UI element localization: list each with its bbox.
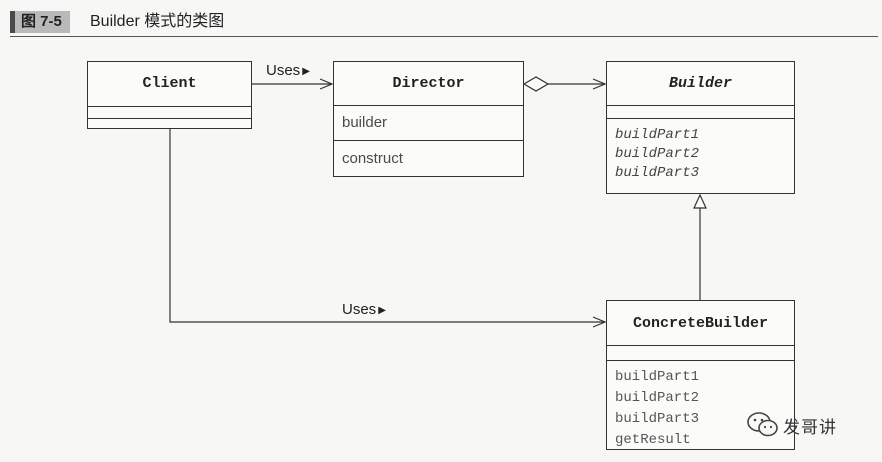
class-name: Director	[334, 62, 523, 106]
direction-triangle-icon: ▶	[378, 305, 386, 316]
operation-item: construct	[342, 150, 403, 167]
operation-item: buildPart2	[615, 146, 700, 162]
uses-label-concrete: Uses▶	[342, 301, 386, 320]
header-divider	[10, 36, 878, 37]
class-director: Director builder construct	[333, 61, 524, 177]
uses-label-text: Uses	[342, 301, 377, 318]
operation-item: buildPart1	[615, 369, 700, 385]
class-name: Client	[88, 62, 251, 107]
attributes-compartment	[88, 107, 251, 119]
wechat-icon	[747, 412, 778, 437]
operations-compartment	[88, 119, 251, 128]
operation-item: buildPart2	[615, 390, 700, 406]
class-client: Client	[87, 61, 252, 129]
uses-label-director: Uses▶	[266, 62, 310, 81]
figure-title: Builder 模式的类图	[90, 13, 225, 30]
operations-compartment: construct	[334, 141, 523, 176]
aggregation-diamond	[522, 76, 550, 92]
class-name: ConcreteBuilder	[607, 301, 794, 346]
attributes-compartment	[607, 346, 794, 361]
operation-item: buildPart3	[615, 165, 700, 181]
operation-item: getResult	[615, 432, 691, 448]
direction-triangle-icon: ▶	[302, 66, 310, 77]
operations-compartment: buildPart1 buildPart2 buildPart3 getResu…	[607, 361, 794, 449]
client-concrete-dependency-line	[169, 129, 605, 322]
generalization-triangle	[693, 193, 707, 209]
operations-compartment: buildPart1 buildPart2 buildPart3	[607, 119, 794, 193]
uses-label-text: Uses	[266, 62, 301, 79]
figure-header: 图 7-5 Builder 模式的类图	[0, 0, 882, 38]
attribute-item: builder	[342, 114, 388, 131]
class-builder: Builder buildPart1 buildPart2 buildPart3	[606, 61, 795, 194]
figure-number: 图 7-5	[10, 11, 70, 33]
attributes-compartment: builder	[334, 106, 523, 141]
operation-item: buildPart3	[615, 411, 700, 427]
operation-item: buildPart1	[615, 127, 700, 143]
class-concrete-builder: ConcreteBuilder buildPart1 buildPart2 bu…	[606, 300, 795, 450]
class-name: Builder	[607, 62, 794, 106]
attributes-compartment	[607, 106, 794, 119]
watermark-text: 发哥讲	[783, 417, 837, 437]
watermark: 发哥讲	[746, 410, 837, 440]
